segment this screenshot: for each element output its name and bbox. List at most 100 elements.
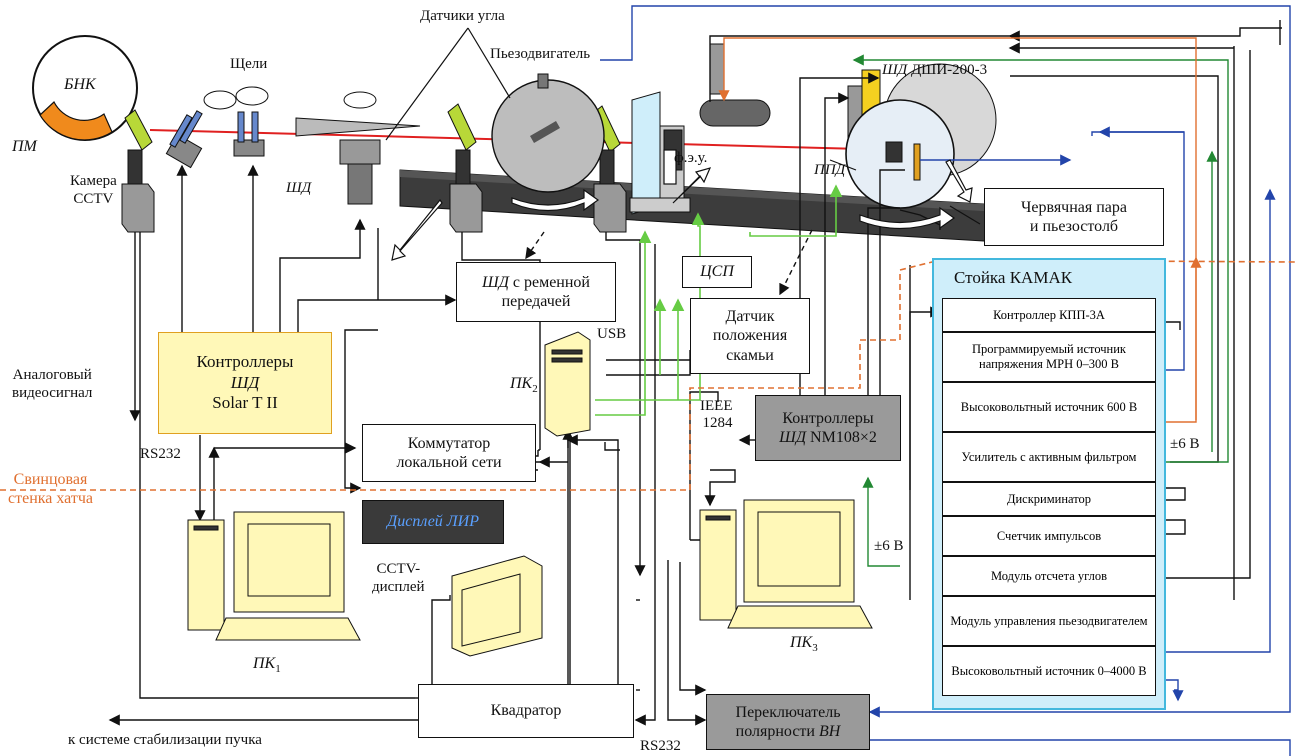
switch-line1: Коммутатор bbox=[407, 434, 491, 452]
ieee-line1: IEEE bbox=[700, 398, 733, 414]
cctv-display-line1: CCTV- bbox=[376, 561, 421, 577]
light-green-wires bbox=[595, 184, 843, 416]
solar-line1: Контроллеры bbox=[196, 352, 294, 372]
nm-line1: Контроллеры bbox=[782, 409, 874, 427]
lead-wall-line2: стенка хатча bbox=[8, 490, 94, 508]
cctv-display-label: CCTV-дисплей bbox=[372, 560, 425, 596]
pk2-text: ПК bbox=[510, 375, 533, 392]
worm-gear-box: Червячная пара и пьезостолб bbox=[984, 188, 1164, 246]
cctv-display-line2: дисплей bbox=[372, 579, 425, 595]
camera-label-line1: Камера bbox=[70, 173, 117, 189]
sd-belt-line2: передачей bbox=[501, 293, 571, 310]
dshi-sd-label: ШД bbox=[882, 62, 908, 78]
polarity-line1: Переключатель bbox=[735, 703, 841, 721]
nm-rest: NM108×2 bbox=[806, 429, 877, 446]
nm-italic: ШД bbox=[779, 429, 807, 446]
worm-line2: и пьезостолб bbox=[1029, 218, 1119, 235]
to-stabilization-label: к системе стабилизации пучка bbox=[68, 732, 262, 748]
storage-ring bbox=[32, 35, 138, 141]
camera-label-line2: CCTV bbox=[73, 191, 114, 207]
pk2-computer bbox=[544, 331, 591, 437]
dshi-model-label: ДШИ-200-3 bbox=[910, 62, 988, 78]
label-pointers bbox=[385, 27, 981, 225]
dshi-goniometer bbox=[699, 43, 997, 209]
pk3-sub: 3 bbox=[812, 642, 818, 655]
lir-display-box: Дисплей ЛИР bbox=[362, 500, 504, 544]
signal-wires bbox=[108, 20, 1282, 737]
pk2-sub: 2 bbox=[532, 383, 538, 396]
pk3-label: ПК3 bbox=[790, 634, 818, 655]
camac-module-amplifier: Усилитель с активным фильтром bbox=[942, 432, 1156, 482]
lead-wall-line bbox=[0, 259, 1296, 491]
sd-belt-italic: ШД bbox=[482, 273, 509, 291]
slits-mechanism bbox=[165, 86, 269, 169]
lead-wall-line1: Свинцовая bbox=[13, 471, 88, 488]
rs232-left-label: RS232 bbox=[140, 446, 181, 462]
csp-box: ЦСП bbox=[682, 256, 752, 288]
pk1-text: ПК bbox=[253, 655, 276, 672]
solar-line2: ШД bbox=[230, 372, 260, 392]
piezo-motor-label: Пьезодвигатель bbox=[490, 46, 591, 62]
camac-rack: Стойка КАМАК Контроллер КПП-3А Программи… bbox=[932, 258, 1166, 710]
angle-sensors-label: Датчики угла bbox=[420, 8, 505, 24]
switch-line2: локальной сети bbox=[396, 454, 502, 471]
ppd-label: ППД bbox=[814, 162, 846, 178]
analog-video-line2: видеосигнал bbox=[12, 385, 93, 401]
pk2-label: ПК2 bbox=[510, 375, 538, 396]
dashed-pointers bbox=[525, 229, 813, 296]
feu-label: ф.э.у. bbox=[674, 150, 708, 166]
sd-label: ШД bbox=[286, 180, 312, 196]
bench-line2: положения bbox=[712, 327, 788, 345]
orange-wires bbox=[718, 37, 1202, 423]
camac-module-controller: Контроллер КПП-3А bbox=[942, 298, 1156, 332]
pk1-sub: 1 bbox=[275, 663, 281, 676]
cctv-monitor bbox=[451, 555, 543, 657]
ieee-line2: 1284 bbox=[702, 415, 733, 432]
sd-belt-line1: с ременной bbox=[508, 273, 590, 291]
green-wires bbox=[852, 54, 1229, 567]
camac-module-hv4000: Высоковольтный источник 0–4000 В bbox=[942, 646, 1156, 696]
rs232-bottom-label: RS232 bbox=[640, 738, 681, 754]
bnk-label: БНК bbox=[64, 76, 96, 93]
pk3-text: ПК bbox=[790, 634, 813, 651]
camac-module-hv600: Высоковольтный источник 600 В bbox=[942, 382, 1156, 432]
quadrator-box: Квадратор bbox=[418, 684, 634, 738]
pm6v-left-label: ±6 В bbox=[874, 538, 904, 554]
network-switch-box: Коммутатор локальной сети bbox=[362, 424, 536, 482]
sd-belt-box: ШД с ременной передачей bbox=[456, 262, 616, 322]
bench-line3: скамьи bbox=[726, 346, 774, 364]
analog-video-label: Аналоговый видеосигнал bbox=[12, 366, 92, 402]
usb-label: USB bbox=[597, 326, 627, 342]
worm-line1: Червячная пара bbox=[1020, 198, 1128, 216]
goniometer-disc bbox=[491, 73, 605, 193]
cctv-cameras bbox=[121, 149, 627, 233]
wedge-stage bbox=[295, 91, 421, 205]
pm-label: ПМ bbox=[12, 138, 37, 155]
camac-module-angle: Модуль отсчета углов bbox=[942, 556, 1156, 596]
solar-line3: Solar T II bbox=[212, 393, 278, 413]
lir-display-text: Дисплей bbox=[387, 513, 443, 531]
camac-module-mrn: Программируемый источник напряжения МРН … bbox=[942, 332, 1156, 382]
pk1-computer bbox=[187, 511, 361, 641]
camac-module-piezo: Модуль управления пьезодвигателем bbox=[942, 596, 1156, 646]
blue-wires bbox=[600, 5, 1291, 756]
analog-video-line1: Аналоговый bbox=[12, 367, 92, 383]
lir-italic: ЛИР bbox=[446, 513, 479, 531]
slits-label: Щели bbox=[230, 56, 268, 72]
dshi-label: ШД ДШИ-200-3 bbox=[882, 62, 987, 79]
camac-module-discriminator: Дискриминатор bbox=[942, 482, 1156, 516]
polarity-italic: ВН bbox=[818, 723, 841, 740]
polarity-switch-box: Переключатель полярности ВН bbox=[706, 694, 870, 750]
pk3-computer bbox=[699, 499, 873, 629]
camac-module-counter: Счетчик импульсов bbox=[942, 516, 1156, 556]
lead-wall-label: Свинцовая стенка хатча bbox=[8, 470, 93, 508]
polarity-line2: полярности bbox=[735, 723, 815, 740]
bench-line1: Датчик bbox=[725, 308, 775, 326]
